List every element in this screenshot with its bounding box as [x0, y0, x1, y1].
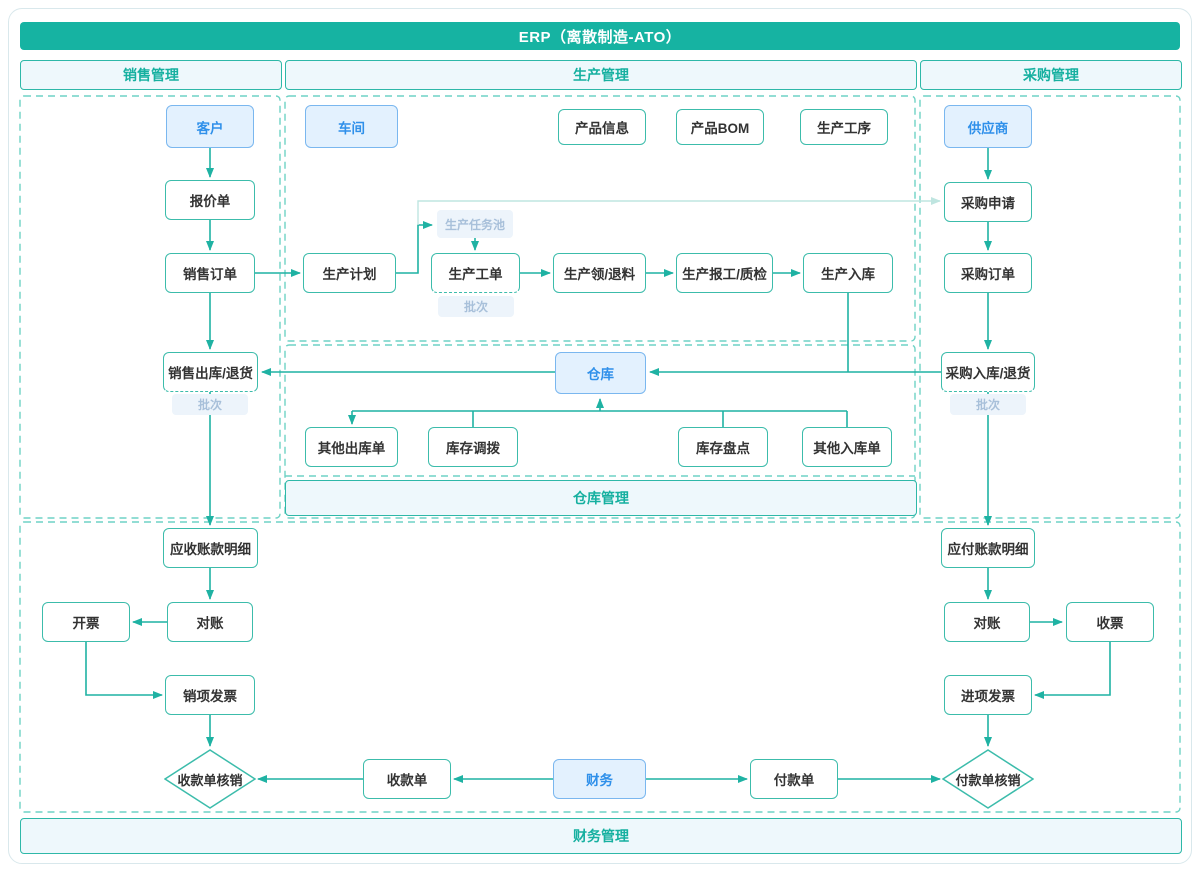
node-label: 仓库 [587, 363, 614, 383]
section-header-production: 生产管理 [285, 60, 917, 90]
node-quotation[interactable]: 报价单 [165, 180, 255, 220]
node-label: 进项发票 [961, 685, 1015, 705]
node-other-outbound[interactable]: 其他出库单 [305, 427, 398, 467]
node-label: 库存盘点 [696, 437, 750, 457]
section-header-purchase: 采购管理 [920, 60, 1182, 90]
node-other-inbound[interactable]: 其他入库单 [802, 427, 892, 467]
node-label: 其他入库单 [813, 437, 881, 457]
node-reconciliation-ap[interactable]: 对账 [944, 602, 1030, 642]
node-customer[interactable]: 客户 [166, 105, 254, 148]
node-label: 销项发票 [183, 685, 237, 705]
diagram-title: ERP（离散制造-ATO） [20, 22, 1180, 50]
node-label: 生产工单 [449, 263, 503, 283]
node-label: 财务 [586, 769, 613, 789]
node-label: 开票 [73, 612, 100, 632]
node-label: 应收账款明细 [170, 538, 251, 558]
node-stock-transfer[interactable]: 库存调拨 [428, 427, 518, 467]
node-label: 车间 [338, 117, 365, 137]
node-label: 供应商 [968, 117, 1009, 137]
node-label: 报价单 [190, 190, 231, 210]
node-label: 产品BOM [691, 117, 750, 137]
node-purchase-inbound[interactable]: 采购入库/退货 [941, 352, 1035, 392]
node-label: 库存调拨 [446, 437, 500, 457]
node-label: 生产计划 [323, 263, 377, 283]
tag-batch-work-order: 批次 [438, 296, 514, 317]
node-label: 对账 [974, 612, 1001, 632]
node-payment[interactable]: 付款单 [750, 759, 838, 799]
node-payment-writeoff[interactable]: 付款单核销 [942, 749, 1034, 809]
node-label: 生产工序 [817, 117, 871, 137]
node-label: 付款单 [774, 769, 815, 789]
node-label: 生产任务池 [445, 216, 505, 233]
node-workshop[interactable]: 车间 [305, 105, 398, 148]
node-label: 客户 [197, 117, 224, 137]
node-label: 生产领/退料 [564, 263, 635, 283]
node-label: 批次 [464, 298, 488, 315]
node-input-invoice[interactable]: 进项发票 [944, 675, 1032, 715]
section-header-sales: 销售管理 [20, 60, 282, 90]
node-label: 销售出库/退货 [168, 362, 253, 382]
node-material-pick[interactable]: 生产领/退料 [553, 253, 646, 293]
node-receipt[interactable]: 收款单 [363, 759, 451, 799]
node-stock-count[interactable]: 库存盘点 [678, 427, 768, 467]
node-output-invoice[interactable]: 销项发票 [165, 675, 255, 715]
node-production-process[interactable]: 生产工序 [800, 109, 888, 145]
node-label: 采购订单 [961, 263, 1015, 283]
node-purchase-request[interactable]: 采购申请 [944, 182, 1032, 222]
flow-connector [396, 225, 432, 273]
flow-connector [86, 642, 162, 695]
node-label: 采购入库/退货 [946, 362, 1031, 382]
node-label: 采购申请 [961, 192, 1015, 212]
node-work-report-qc[interactable]: 生产报工/质检 [676, 253, 773, 293]
node-production-inbound[interactable]: 生产入库 [803, 253, 893, 293]
node-label: 生产报工/质检 [682, 263, 767, 283]
node-supplier[interactable]: 供应商 [944, 105, 1032, 148]
tag-batch-sales: 批次 [172, 394, 248, 415]
node-label: 批次 [976, 396, 1000, 413]
node-label: 收票 [1097, 612, 1124, 632]
node-label: 应付账款明细 [948, 538, 1029, 558]
node-label: 批次 [198, 396, 222, 413]
node-label: 产品信息 [575, 117, 629, 137]
node-product-bom[interactable]: 产品BOM [676, 109, 764, 145]
node-product-info[interactable]: 产品信息 [558, 109, 646, 145]
node-reconciliation-ar[interactable]: 对账 [167, 602, 253, 642]
flow-connector [1035, 642, 1110, 695]
node-label: 付款单核销 [955, 770, 1020, 789]
tag-production-task-pool: 生产任务池 [437, 210, 513, 238]
node-receive-invoice[interactable]: 收票 [1066, 602, 1154, 642]
node-ar-detail[interactable]: 应收账款明细 [163, 528, 258, 568]
node-purchase-order[interactable]: 采购订单 [944, 253, 1032, 293]
node-sales-outbound[interactable]: 销售出库/退货 [163, 352, 258, 392]
node-ap-detail[interactable]: 应付账款明细 [941, 528, 1035, 568]
tag-batch-purchase: 批次 [950, 394, 1026, 415]
node-warehouse[interactable]: 仓库 [555, 352, 646, 394]
node-invoicing[interactable]: 开票 [42, 602, 130, 642]
node-finance[interactable]: 财务 [553, 759, 646, 799]
purchase-region-border [920, 96, 1180, 518]
sales-region-border [20, 96, 280, 518]
node-label: 对账 [197, 612, 224, 632]
node-label: 收款单核销 [177, 770, 242, 789]
section-header-warehouse: 仓库管理 [285, 480, 917, 516]
node-sales-order[interactable]: 销售订单 [165, 253, 255, 293]
node-receipt-writeoff[interactable]: 收款单核销 [164, 749, 256, 809]
node-label: 生产入库 [821, 263, 875, 283]
node-production-plan[interactable]: 生产计划 [303, 253, 396, 293]
node-work-order[interactable]: 生产工单 [431, 253, 520, 293]
section-header-finance: 财务管理 [20, 818, 1182, 854]
node-label: 收款单 [387, 769, 428, 789]
node-label: 其他出库单 [318, 437, 386, 457]
node-label: 销售订单 [183, 263, 237, 283]
